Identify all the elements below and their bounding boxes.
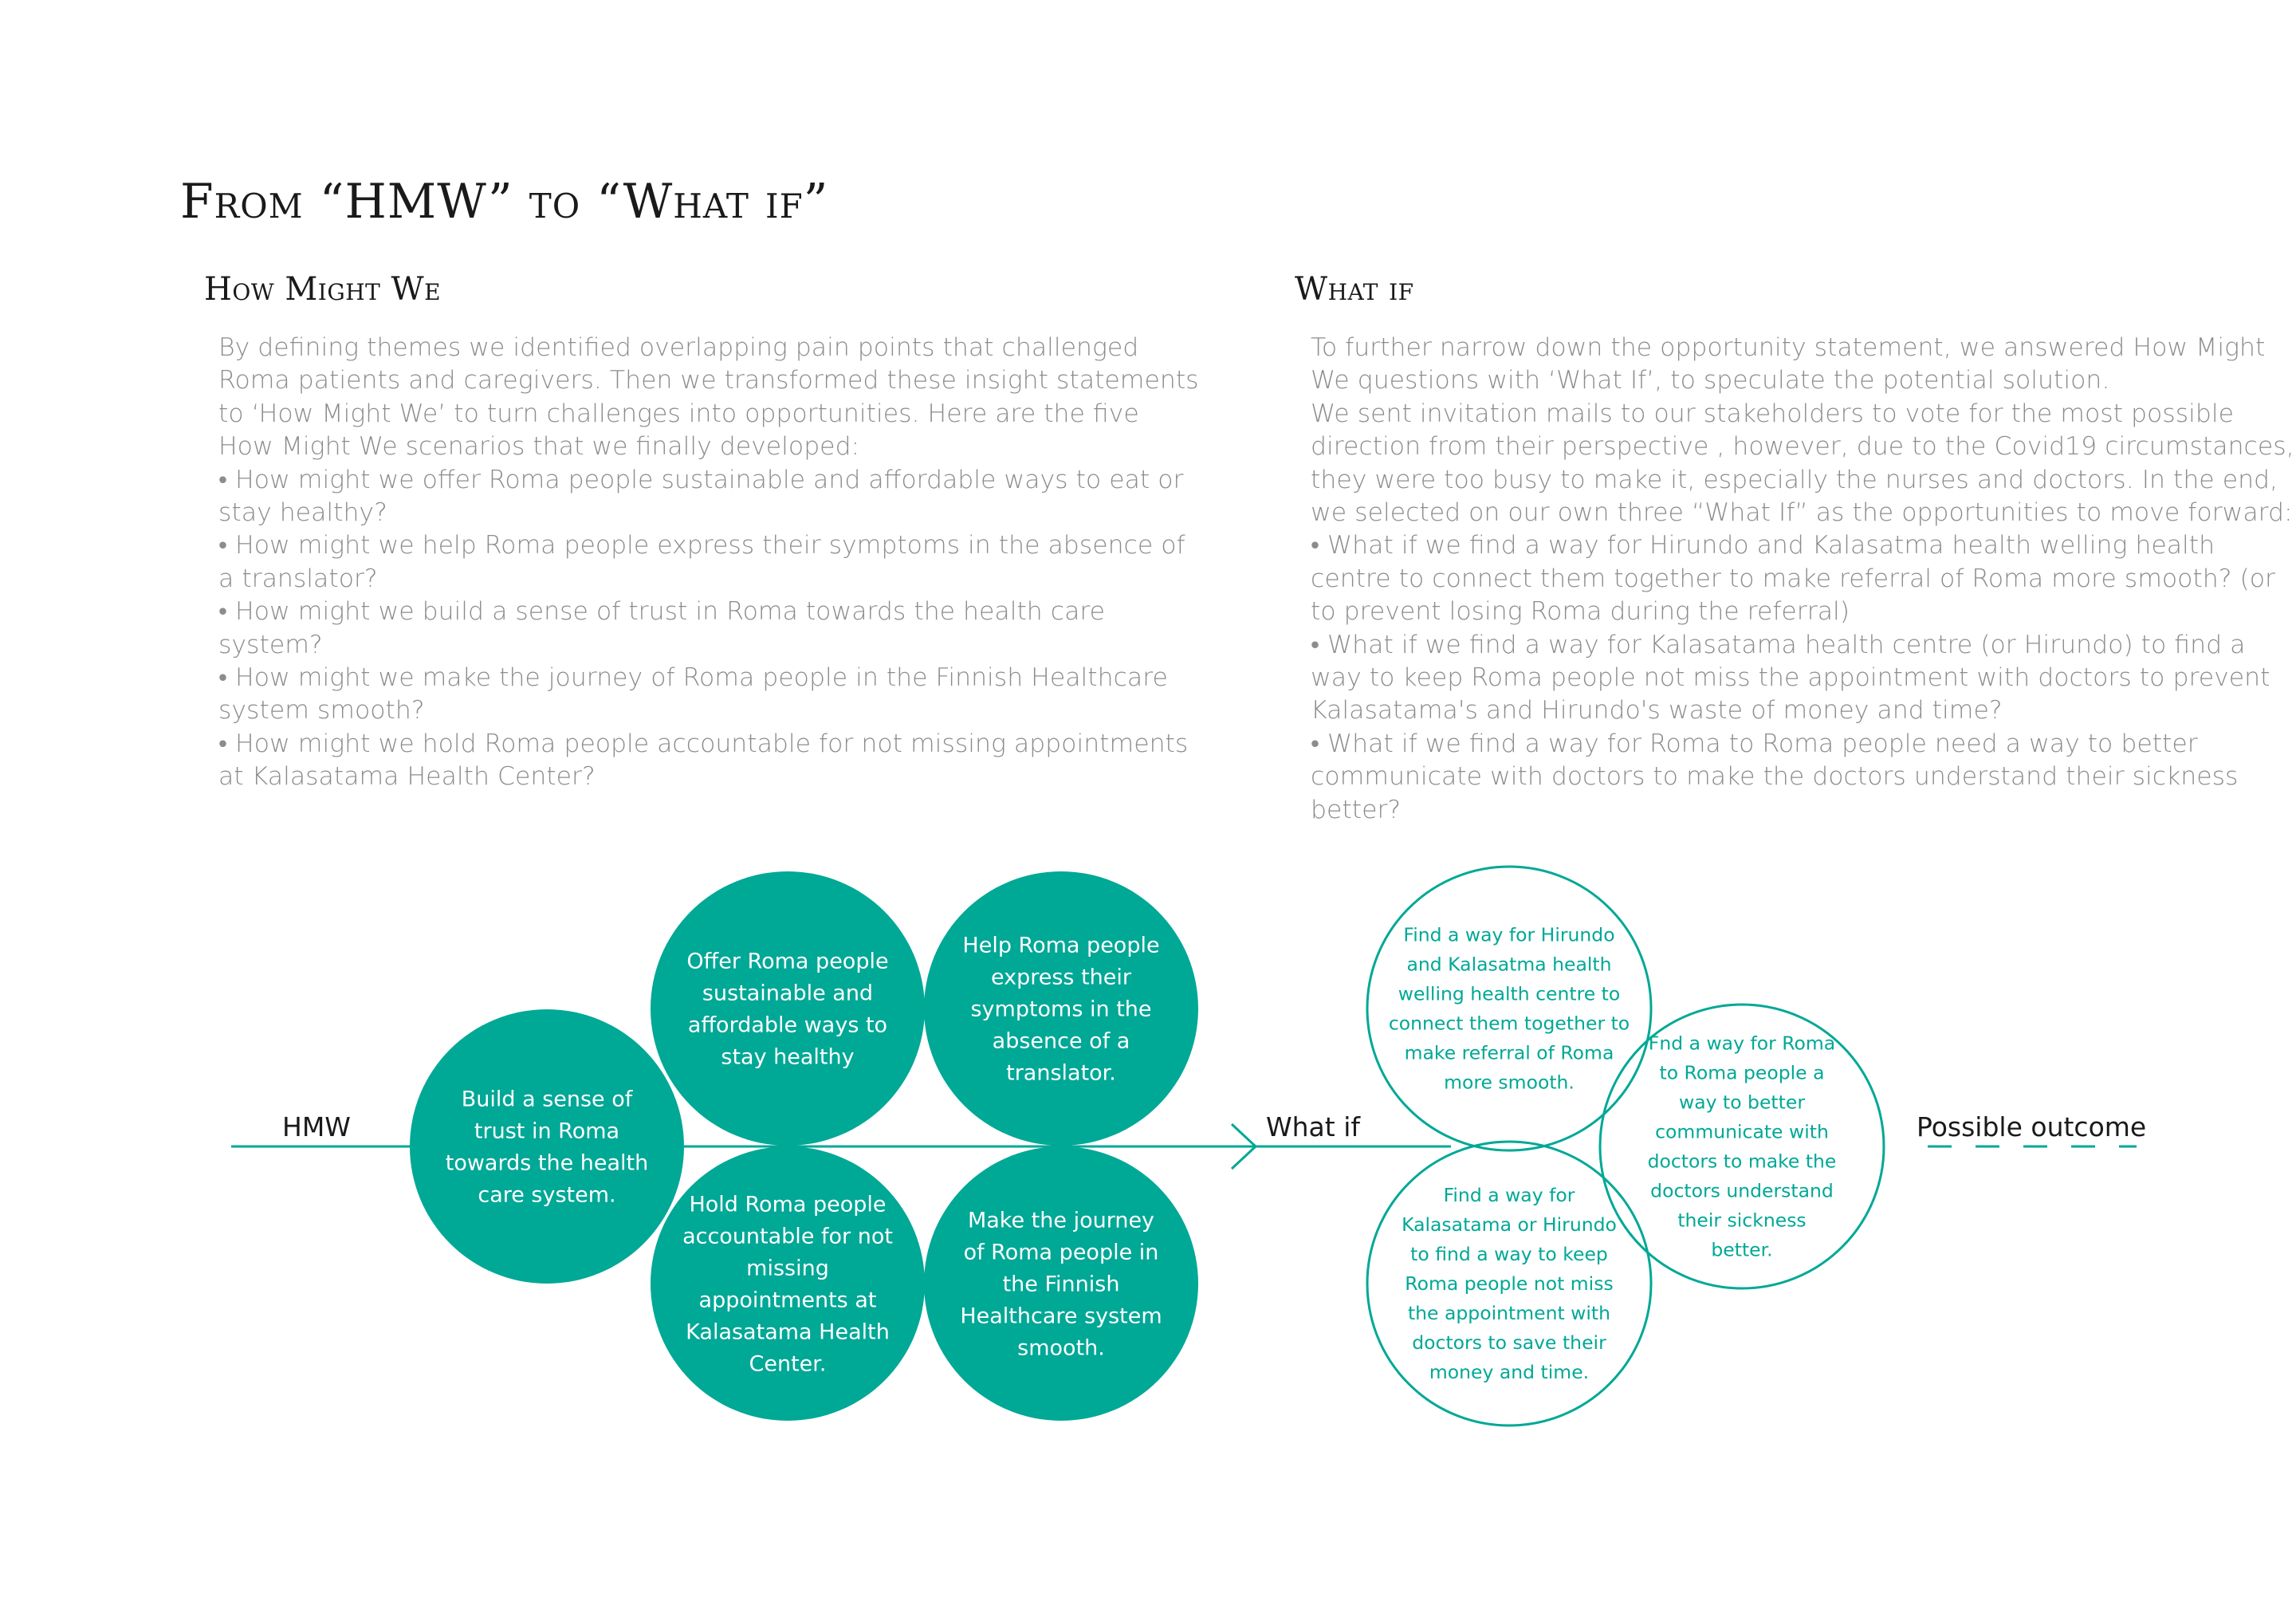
hmw-circle-text: the Finnish (1003, 1272, 1120, 1296)
what-if-circle-text: Kalasatama or Hirundo (1402, 1213, 1617, 1236)
paragraph-line: better? (1311, 795, 1402, 824)
hmw-circle-text: absence of a (993, 1028, 1130, 1053)
hmw-description: By defining themes we identified overlap… (218, 332, 1199, 794)
what-if-circle-text: doctors to save their (1412, 1331, 1606, 1354)
paragraph-line: We sent invitation mails to our stakehol… (1311, 399, 2235, 428)
paragraph-line: to ‘How Might We’ to turn challenges int… (218, 399, 1139, 428)
what-if-circle-text: to Roma people a (1659, 1062, 1824, 1084)
hmw-circle-translator (924, 871, 1198, 1146)
hmw-circle-text: Healthcare system (960, 1304, 1162, 1328)
what-if-circle-text: communicate with (1655, 1121, 1829, 1143)
hmw-circle-text: smooth. (1017, 1335, 1105, 1360)
paragraph-line: We questions with ‘What If’, to speculat… (1311, 366, 2110, 395)
what-if-circle-text: Roma people not miss (1405, 1272, 1613, 1295)
hmw-circle-text: express their (991, 965, 1132, 989)
what-if-circle-text: way to better (1679, 1091, 1805, 1114)
paragraph-line: • How might we offer Roma people sustain… (218, 465, 1184, 494)
what-if-circle-text: more smooth. (1444, 1072, 1575, 1094)
page-title: From “HMW” to “What if” (180, 174, 829, 230)
what-if-circle-text: connect them together to (1389, 1013, 1630, 1035)
paragraph-line: to prevent losing Roma during the referr… (1311, 597, 1850, 627)
hmw-circle-text: sustainable and (702, 981, 873, 1005)
paragraph-line: • How might we help Roma people express … (218, 531, 1185, 560)
paragraph-line: direction from their perspective , howev… (1311, 432, 2294, 462)
what-if-circle-text: welling health centre to (1398, 983, 1621, 1005)
hmw-circle-text: appointments at (699, 1288, 877, 1312)
what-if-circle-text: better. (1711, 1239, 1772, 1261)
paragraph-line: Roma patients and caregivers. Then we tr… (218, 366, 1199, 395)
hmw-circle-trust (410, 1009, 684, 1284)
what-if-circle-communicate (1598, 1003, 1885, 1290)
flow-arrow-icon (1230, 1123, 1258, 1170)
what-if-circle-text: Find a way for (1444, 1184, 1575, 1206)
paragraph-line: we selected on our own three “What If” a… (1311, 498, 2293, 528)
paragraph-line: stay healthy? (218, 498, 387, 528)
paragraph-line: system smooth? (218, 696, 425, 725)
what-if-circle-text: doctors understand (1650, 1180, 1834, 1202)
paragraph-line: • What if we find a way for Kalasatama h… (1311, 630, 2246, 659)
what-if-circle-text: their sickness (1677, 1209, 1806, 1232)
hmw-circle-text: Hold Roma people (689, 1192, 886, 1217)
what-if-circle-text: and Kalasatma health (1406, 954, 1611, 976)
hmw-section-heading: How Might We (204, 271, 442, 308)
hmw-circle-text: care system. (478, 1182, 615, 1207)
hmw-circle-text: of Roma people in (964, 1240, 1159, 1264)
what-if-circle-text: the appointment with (1408, 1302, 1610, 1324)
hmw-circle-sustainable (651, 871, 925, 1146)
hmw-circle-text: symptoms in the (970, 997, 1151, 1021)
paragraph-line: a translator? (218, 564, 378, 593)
what-if-circle-text: doctors to make the (1648, 1150, 1837, 1173)
hmw-circle-text: Center. (749, 1351, 827, 1376)
hmw-circle-text: missing (746, 1256, 829, 1280)
paragraph-line: • How might we hold Roma people accounta… (218, 729, 1189, 758)
paragraph-line: they were too busy to make it, especiall… (1311, 465, 2278, 494)
paragraph-line: way to keep Roma people not miss the app… (1311, 663, 2270, 693)
what-if-description: To further narrow down the opportunity s… (1311, 332, 2294, 827)
what-if-circle-appointment (1366, 1140, 1653, 1427)
hmw-circle-journey (924, 1146, 1198, 1421)
paragraph-line: • How might we make the journey of Roma … (218, 663, 1168, 693)
hmw-label: HMW (282, 1111, 351, 1142)
paragraph-line: at Kalasatama Health Center? (218, 762, 596, 792)
paragraph-line: system? (218, 630, 323, 659)
hmw-circle-text: Help Roma people (962, 933, 1159, 957)
hmw-circle-text: Kalasatama Health (686, 1319, 890, 1344)
paragraph-line: By defining themes we identified overlap… (218, 333, 1139, 362)
paragraph-line: • How might we build a sense of trust in… (218, 597, 1106, 627)
what-if-circle-text: money and time. (1429, 1361, 1589, 1383)
what-if-circle-referral (1366, 865, 1653, 1152)
what-if-circle-text: to find a way to keep (1410, 1243, 1608, 1265)
hmw-circle-text: Make the journey (968, 1208, 1154, 1233)
hmw-circle-text: Build a sense of (462, 1087, 634, 1111)
what-if-circle-text: make referral of Roma (1405, 1042, 1614, 1064)
hmw-circle-text: Offer Roma people (686, 949, 888, 973)
hmw-circle-accountable (651, 1146, 925, 1421)
hmw-circle-text: translator. (1006, 1060, 1116, 1085)
paragraph-line: centre to connect them together to make … (1311, 564, 2275, 593)
paragraph-line: • What if we find a way for Roma to Roma… (1311, 729, 2198, 758)
hmw-circles-group: Build a sense of trust in Roma towards the… (410, 871, 1198, 1421)
what-if-label: What if (1266, 1111, 1361, 1142)
hmw-circle-text: trust in Roma (474, 1119, 619, 1143)
hmw-circle-text: accountable for not (682, 1224, 893, 1248)
what-if-circle-text: Fnd a way for Roma (1649, 1032, 1835, 1055)
hmw-circle-text: affordable ways to (688, 1013, 887, 1037)
hmw-circle-text: stay healthy (721, 1044, 854, 1069)
paragraph-line: Kalasatama's and Hirundo's waste of mone… (1311, 696, 2003, 725)
paragraph-line: How Might We scenarios that we finally d… (218, 432, 860, 462)
paragraph-line: To further narrow down the opportunity s… (1311, 333, 2266, 362)
what-if-section-heading: What if (1295, 271, 1414, 308)
what-if-circle-text: Find a way for Hirundo (1403, 924, 1614, 946)
hmw-circle-text: towards the health (446, 1150, 649, 1175)
paragraph-line: • What if we find a way for Hirundo and … (1311, 531, 2215, 560)
paragraph-line: communicate with doctors to make the doc… (1311, 762, 2239, 792)
what-if-circles-group: Find a way for Hirundo and Kalasatma heal… (1366, 865, 1885, 1427)
possible-outcome-label: Possible outcome (1917, 1111, 2146, 1142)
